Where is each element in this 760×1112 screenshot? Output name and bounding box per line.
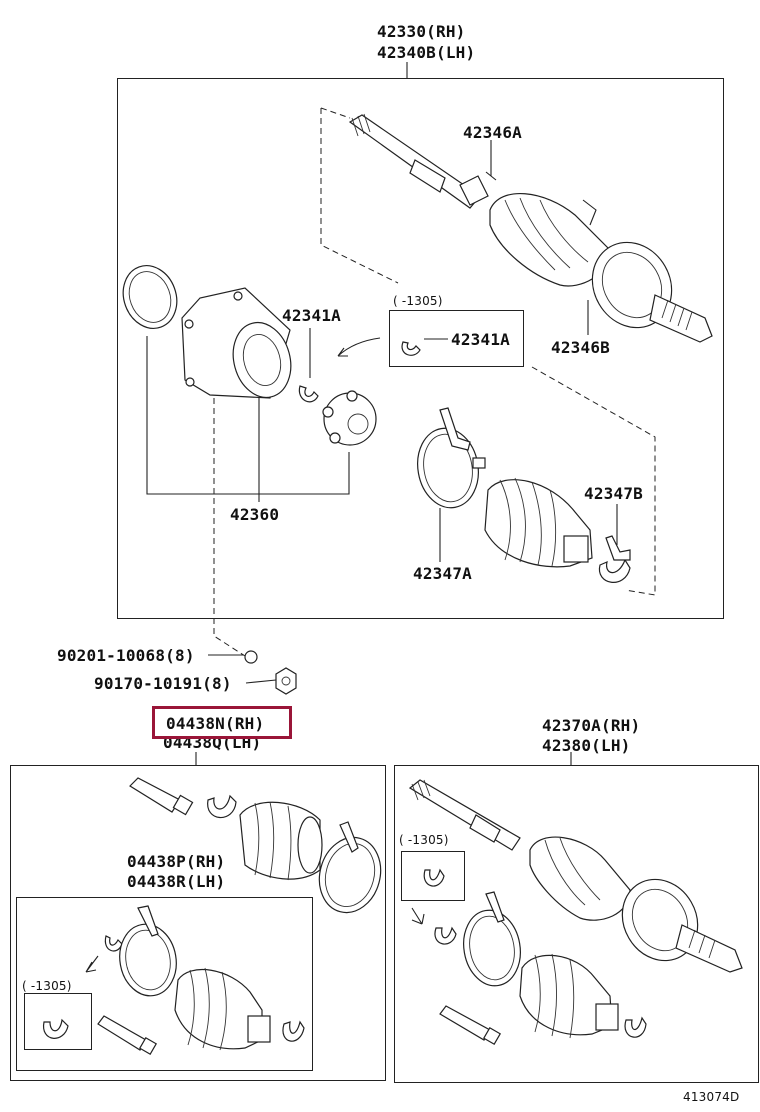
right-assembly-frame xyxy=(394,765,759,1083)
right-assembly-lh-label: 42380(LH) xyxy=(542,736,631,755)
dashed-bolt-line xyxy=(213,388,246,657)
grease-tube-right xyxy=(439,1005,502,1046)
arrow-top xyxy=(337,337,381,357)
arrow-right xyxy=(411,907,425,925)
boot-42347A xyxy=(484,477,593,568)
dashed-outline-right xyxy=(531,366,656,596)
snap-ring-note-right xyxy=(423,868,445,887)
clamp-42347A xyxy=(417,407,486,509)
part-42347A-label: 42347A xyxy=(413,564,472,583)
note-1305-top: ( -1305) xyxy=(393,294,443,308)
snap-ring-left xyxy=(298,385,319,403)
kit-inner-lh-label: 04438R(LH) xyxy=(127,872,226,891)
nut-label: 90170-10191(8) xyxy=(94,674,232,693)
nut-90170 xyxy=(275,667,297,695)
figure-code: 413074D xyxy=(683,1090,740,1104)
right-assembly-rh-label: 42370A(RH) xyxy=(542,716,641,735)
note-1305-left: ( -1305) xyxy=(22,979,72,993)
grease-tube-top xyxy=(129,777,194,816)
bolt-label: 90201-10068(8) xyxy=(57,646,195,665)
clamp-42347B xyxy=(598,535,631,583)
kit-inner-rh-label: 04438P(RH) xyxy=(127,852,226,871)
top-assembly-frame xyxy=(117,78,724,619)
top-assembly-rh-label: 42330(RH) xyxy=(377,22,466,41)
part-42346B-label: 42346B xyxy=(551,338,610,357)
top-assembly-lh-label: 42340B(LH) xyxy=(377,43,476,62)
housing-42360 xyxy=(122,265,292,399)
note-box-top xyxy=(389,310,524,367)
boot-kit-left xyxy=(239,801,323,881)
kit-left-rh-highlight[interactable]: 04438N(RH) xyxy=(152,706,292,739)
axle-shaft-top xyxy=(348,113,713,343)
bracket-42360 xyxy=(146,336,350,495)
part-42341A-note-label: 42341A xyxy=(451,330,510,349)
kit-left-rh-label: 04438N(RH) xyxy=(166,714,265,733)
inner-kit-parts xyxy=(43,905,305,1056)
clamp-kit-big xyxy=(318,821,382,914)
part-42347B-label: 42347B xyxy=(584,484,643,503)
snap-ring-note-top xyxy=(401,341,421,356)
dashed-outline-top-left xyxy=(320,108,399,284)
note-box-right xyxy=(401,851,465,901)
tripod-hub xyxy=(322,390,377,446)
part-42341A-label: 42341A xyxy=(282,306,341,325)
axle-shaft-right xyxy=(408,779,743,973)
part-42360-label: 42360 xyxy=(230,505,280,524)
clamp-kit-top xyxy=(207,794,237,819)
bolt-90201 xyxy=(244,650,258,664)
part-42346A-label: 42346A xyxy=(463,123,522,142)
note-1305-right: ( -1305) xyxy=(399,833,449,847)
kit-inner-frame xyxy=(16,897,313,1071)
note-box-left xyxy=(24,993,92,1050)
boot-right xyxy=(519,953,647,1039)
kit-left-frame xyxy=(10,765,386,1081)
clamp-right-big xyxy=(463,891,521,987)
